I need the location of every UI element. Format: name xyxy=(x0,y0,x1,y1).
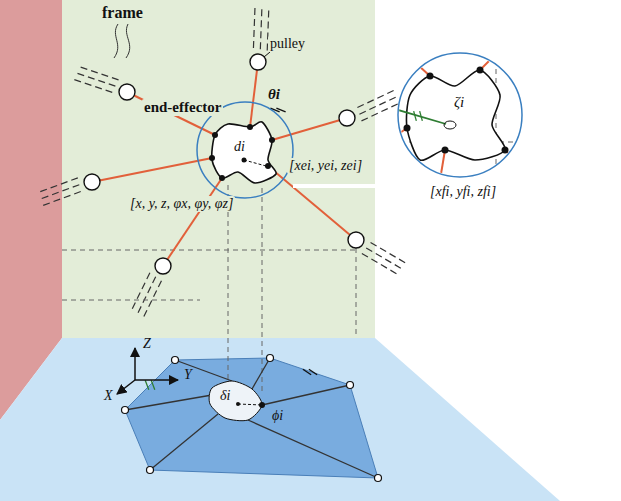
attachment-point xyxy=(502,147,509,154)
frame-member xyxy=(75,73,115,87)
angle-symbol: δi xyxy=(218,388,232,404)
parallel-mark xyxy=(414,111,417,121)
projection-line xyxy=(228,185,229,380)
frame-member xyxy=(357,90,395,108)
projection-line xyxy=(62,300,200,301)
end-effector-projection xyxy=(209,381,262,421)
frame-member xyxy=(41,192,81,207)
attachment-point xyxy=(427,73,434,80)
axis-label: X xyxy=(102,388,115,404)
back-wall xyxy=(62,0,375,338)
projection-line xyxy=(62,250,356,251)
attachment-point xyxy=(442,147,449,154)
cable-projection xyxy=(262,385,350,405)
pose-label: [x, y, z, φx, φy, φz] xyxy=(128,196,235,212)
attachment-point xyxy=(269,137,275,143)
attachment-point xyxy=(212,132,218,138)
frame-member xyxy=(131,273,150,311)
pulley xyxy=(119,84,135,100)
angle-symbol: θi xyxy=(266,86,282,103)
pulley xyxy=(339,110,355,126)
pulley xyxy=(84,174,100,190)
cable xyxy=(440,150,445,180)
leader-line xyxy=(114,24,118,58)
angle-symbol: ϕi xyxy=(270,408,285,424)
pulley-projection xyxy=(375,475,382,482)
direction-line xyxy=(398,110,446,124)
y-axis xyxy=(135,379,178,381)
z-axis xyxy=(134,348,136,380)
cable-projection xyxy=(252,358,270,389)
zoom-circle xyxy=(398,53,522,177)
pulley xyxy=(155,258,171,274)
pulley-projection xyxy=(267,355,274,362)
attachment-point xyxy=(247,124,253,130)
attachment-point xyxy=(209,155,215,161)
cable xyxy=(505,150,525,168)
cable xyxy=(250,62,258,127)
frame-member xyxy=(253,6,255,48)
part-name: frame xyxy=(100,4,145,22)
parallel-mark xyxy=(151,380,155,389)
frame-member xyxy=(38,178,78,193)
centre-mark xyxy=(444,121,456,129)
frame-member xyxy=(72,79,112,93)
angle-symbol: ζi xyxy=(452,94,466,111)
frame-member xyxy=(361,103,399,121)
cable xyxy=(163,178,222,266)
frame-member xyxy=(359,96,397,114)
parallel-mark xyxy=(276,108,285,112)
distance-line xyxy=(238,404,262,405)
end-effector-body xyxy=(212,122,276,183)
frame-member xyxy=(260,7,262,49)
cable xyxy=(480,50,500,70)
floor xyxy=(0,338,560,501)
end-effector-detail xyxy=(406,70,505,160)
parallel-mark xyxy=(420,111,423,121)
coordinate-label: [xei, yei, zei] xyxy=(287,158,364,174)
part-name: end-effector xyxy=(142,99,223,116)
distance-line xyxy=(244,160,266,166)
frame-member xyxy=(78,66,118,80)
cable-projection xyxy=(150,414,218,470)
pulley-projection xyxy=(147,467,154,474)
leader-line xyxy=(264,52,270,57)
zoom-content xyxy=(390,50,525,180)
frame-member xyxy=(362,254,399,275)
cable-projection xyxy=(248,420,378,478)
pulley-projection xyxy=(347,382,354,389)
projection-line xyxy=(262,188,263,395)
axis-label: Z xyxy=(141,336,153,352)
cable xyxy=(408,56,430,76)
x-axis xyxy=(117,380,135,394)
cable xyxy=(268,166,356,240)
projection-line xyxy=(356,248,357,338)
pulley-projection xyxy=(172,357,179,364)
zoom-arrow xyxy=(293,184,384,188)
attachment-point xyxy=(477,67,484,74)
distance-symbol: di xyxy=(232,139,247,155)
frame-member xyxy=(39,185,79,200)
axis-label: Y xyxy=(182,367,194,383)
projection-line xyxy=(496,60,497,175)
cable xyxy=(92,158,212,182)
attachment-point xyxy=(219,175,225,181)
part-name: pulley xyxy=(268,36,307,52)
coordinate-label: [xfi, yfi, zfi] xyxy=(428,184,498,200)
floor-projection xyxy=(125,358,378,478)
leader-line xyxy=(126,24,130,58)
pulley xyxy=(348,232,364,248)
cable-projection xyxy=(125,395,212,410)
attachment-point xyxy=(404,125,411,132)
parallel-mark xyxy=(145,380,149,389)
parallel-mark xyxy=(309,369,317,375)
frame-member xyxy=(137,277,156,315)
pulley-projection xyxy=(122,407,129,414)
pulley xyxy=(250,54,266,70)
zoom-ring xyxy=(197,102,293,198)
cable-projection xyxy=(175,360,232,381)
